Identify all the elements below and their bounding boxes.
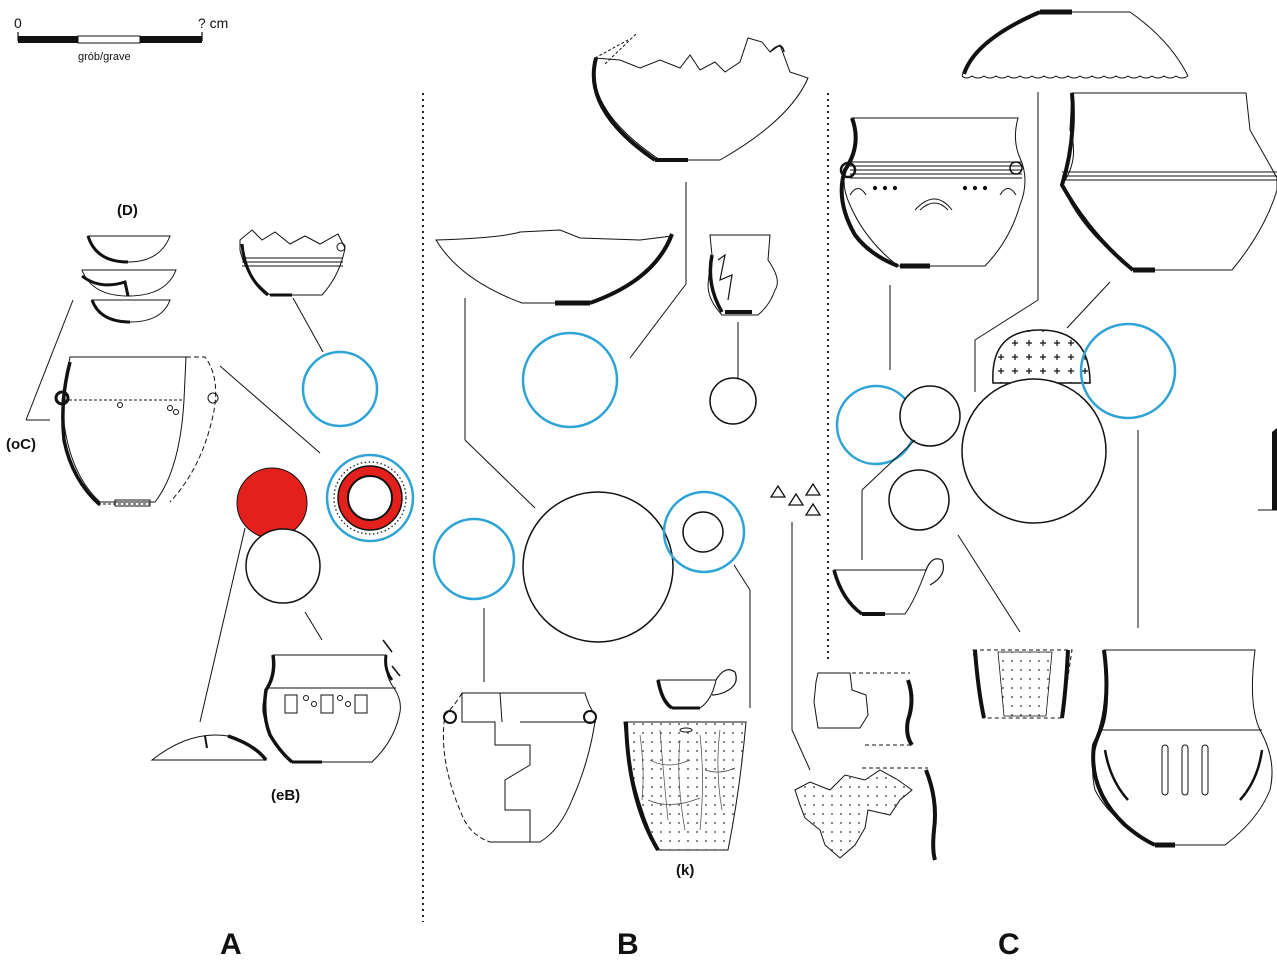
lid-fragment-icon xyxy=(152,735,266,760)
grave-circle-c-blue-right xyxy=(1081,324,1175,418)
pottery-vessel-a-small-icon xyxy=(240,230,345,295)
grave-circle-a-white xyxy=(246,529,320,603)
grave-circle-b-blue-left xyxy=(434,519,514,599)
scale-bar-icon xyxy=(18,32,202,43)
north-arrow-icon xyxy=(1258,428,1277,510)
sherd-fragment-b-lower-icon xyxy=(795,768,935,860)
grave-circle-a-red xyxy=(237,468,307,538)
pottery-vessel-b-fragmented-icon xyxy=(443,693,596,842)
grave-circle-a-ring xyxy=(327,455,413,541)
pottery-vessel-eb-icon xyxy=(263,640,401,762)
sherd-fragment-b-upper-icon xyxy=(814,673,912,745)
pottery-vessel-c-biconical-icon xyxy=(1062,93,1277,270)
bowl-d2-icon xyxy=(82,270,176,296)
grave-circle-b-blue-top xyxy=(523,333,617,427)
pottery-vessel-c-textured-icon xyxy=(973,650,1072,718)
bowl-b-wide-icon xyxy=(436,230,672,303)
triangle-marker-icon xyxy=(771,484,820,515)
pottery-vessel-k-icon xyxy=(624,722,746,850)
pottery-vessel-c-ribbed-icon xyxy=(1093,650,1272,845)
cup-with-handle-c-icon xyxy=(834,559,944,614)
grave-circle-b-ring xyxy=(664,492,744,572)
lid-c-icon xyxy=(962,12,1188,78)
pottery-vessel-oc-icon xyxy=(56,357,218,506)
grave-circle-a-blue-top xyxy=(303,352,377,426)
grave-circle-b-main xyxy=(523,492,673,642)
pottery-vessel-b-small-icon xyxy=(708,235,777,315)
grave-circle-c-small-upper xyxy=(900,386,960,446)
grave-circle-c-small-lower xyxy=(889,470,949,530)
pottery-vessel-b-top-icon xyxy=(594,34,808,160)
grave-circle-c-main xyxy=(962,379,1106,523)
bowl-d3-icon xyxy=(92,300,170,322)
cup-with-handle-b-icon xyxy=(658,670,736,708)
bowl-d1-icon xyxy=(88,236,170,262)
grave-circle-b-small xyxy=(710,378,756,424)
cross-pattern-oval xyxy=(993,330,1090,383)
pottery-vessel-c-decorated-icon xyxy=(841,118,1025,266)
